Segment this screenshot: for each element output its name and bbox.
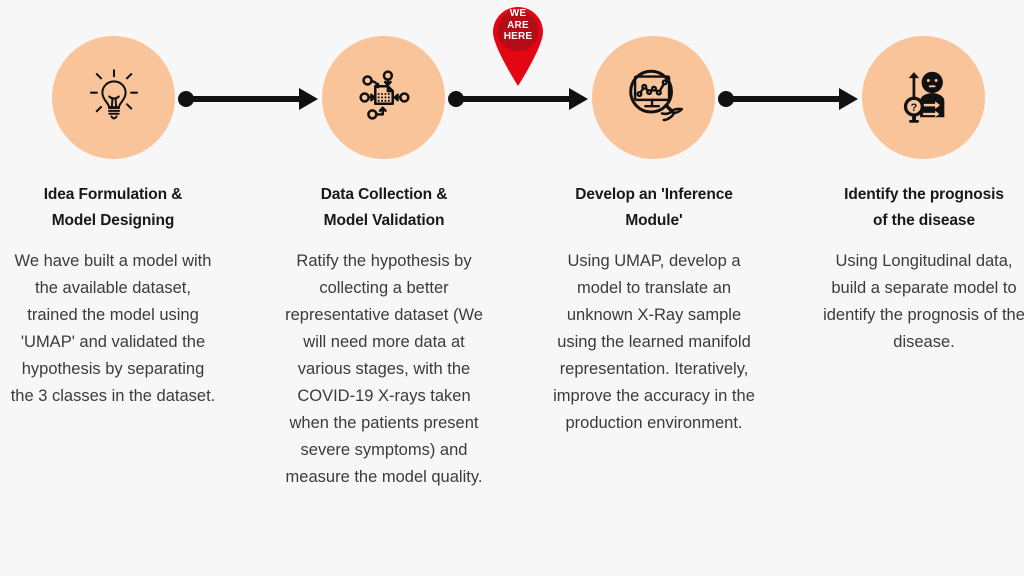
stage-title-1-line-1: Idea Formulation & xyxy=(43,186,183,203)
stage-title-4: Identify the prognosis of the disease xyxy=(818,182,1024,234)
data-network-icon xyxy=(353,64,415,131)
stage-description-3: Using UMAP, develop a model to translate… xyxy=(553,252,755,432)
stage-text-2: Data Collection & Model Validation Ratif… xyxy=(277,182,491,491)
magnifier-chart-monitor-icon xyxy=(621,62,687,133)
stage-title-2: Data Collection & Model Validation xyxy=(277,182,491,234)
stage-text-1: Idea Formulation & Model Designing We ha… xyxy=(8,182,218,410)
arrowhead-icon xyxy=(569,88,588,110)
connector-dot xyxy=(178,91,194,107)
stage-text-4: Identify the prognosis of the disease Us… xyxy=(818,182,1024,356)
stage-title-4-line-1: Identify the prognosis xyxy=(844,186,1004,203)
arrowhead-icon xyxy=(299,88,318,110)
we-are-here-marker[interactable]: WE ARE HERE xyxy=(487,1,549,87)
arrowhead-icon xyxy=(839,88,858,110)
connector-stage2-stage3 xyxy=(448,88,588,110)
stage-title-3: Develop an 'Inference Module' xyxy=(550,182,758,234)
stage-circle-1[interactable] xyxy=(52,36,175,159)
stage-description-2: Ratify the hypothesis by collecting a be… xyxy=(285,252,483,486)
stage-circle-3[interactable] xyxy=(592,36,715,159)
stage-title-3-line-1: Develop an 'Inference xyxy=(575,186,733,203)
stage-title-2-line-2: Model Validation xyxy=(323,212,445,229)
connector-line xyxy=(191,96,299,102)
stage-circle-2[interactable] xyxy=(322,36,445,159)
stage-text-3: Develop an 'Inference Module' Using UMAP… xyxy=(550,182,758,437)
stage-title-2-line-1: Data Collection & xyxy=(320,186,448,203)
stage-title-3-line-2: Module' xyxy=(625,212,683,229)
connector-stage1-stage2 xyxy=(178,88,318,110)
connector-line xyxy=(461,96,569,102)
stage-circle-4[interactable]: ? xyxy=(862,36,985,159)
connector-dot xyxy=(448,91,464,107)
patient-question-prognosis-icon: ? xyxy=(893,64,955,131)
stage-title-1-line-2: Model Designing xyxy=(51,212,175,229)
map-pin-icon xyxy=(493,7,543,86)
stage-description-1: We have built a model with the available… xyxy=(10,252,216,405)
stage-description-4: Using Longitudinal data, build a separat… xyxy=(823,252,1024,351)
connector-stage3-stage4 xyxy=(718,88,858,110)
connector-dot xyxy=(718,91,734,107)
stage-title-1: Idea Formulation & Model Designing xyxy=(8,182,218,234)
connector-line xyxy=(731,96,839,102)
stage-title-4-line-2: of the disease xyxy=(873,212,975,229)
svg-text:?: ? xyxy=(910,102,917,114)
lightbulb-icon xyxy=(83,64,145,131)
